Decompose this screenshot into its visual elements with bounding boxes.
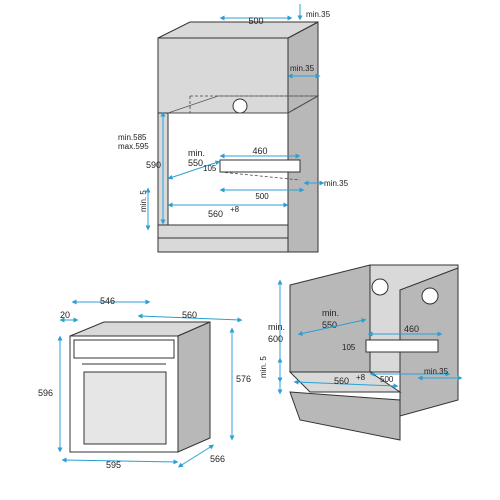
dim-height-min-label: min. — [268, 322, 285, 332]
dim-front-width: 595 — [106, 460, 121, 470]
vent-slot — [219, 159, 301, 173]
dim-plinth-min: min. 5 — [139, 190, 148, 212]
dim-height-range-max: max.595 — [118, 142, 149, 151]
dim-height: 590 — [146, 160, 161, 170]
dim-depth-total: 546 — [100, 296, 115, 306]
oven-side — [177, 321, 211, 453]
dim-height-right: 576 — [236, 374, 251, 384]
base-cabinet-left-wall — [289, 264, 371, 373]
dim-back-min-gap: min.35 — [424, 367, 449, 376]
vent-hole-icon — [232, 98, 248, 114]
dim-width-tolerance: +8 — [356, 373, 366, 382]
cabinet-plinth — [157, 237, 289, 253]
dim-top-min-gap: min.35 — [306, 10, 331, 19]
dim-height-range-min: min.585 — [118, 133, 147, 142]
base-cabinet-diagram: min. 600 min. 550 460 105 min. 5 560 +8 … — [259, 264, 463, 441]
vent-slot — [365, 339, 439, 353]
oven-window — [83, 371, 167, 445]
cabinet-right-wall — [287, 95, 319, 253]
dim-side-depth: 566 — [210, 454, 225, 464]
dim-depth-min-label: min. — [322, 308, 339, 318]
dim-width: 560 — [208, 209, 223, 219]
dim-vent-height: 105 — [342, 343, 356, 352]
dim-top-width: 560 — [182, 310, 197, 320]
upper-cabinet-front — [157, 37, 289, 114]
dim-vent-width: 460 — [252, 146, 267, 156]
dim-depth-min-value: 550 — [188, 158, 203, 168]
dim-bottom-inner-width: 500 — [255, 192, 269, 201]
dim-width-tolerance: +8 — [230, 205, 240, 214]
vent-hole-icon — [371, 278, 389, 296]
vent-hole-icon — [421, 287, 439, 305]
dim-width: 560 — [334, 376, 349, 386]
upper-cabinet-top — [157, 21, 319, 39]
dim-vent-width: 460 — [404, 324, 419, 334]
oven-diagram: 546 20 560 596 576 595 566 — [38, 296, 251, 470]
dim-front-depth: 20 — [60, 310, 70, 320]
dim-inner-width: 500 — [380, 375, 394, 384]
dim-top-width: 500 — [248, 16, 263, 26]
base-cabinet-plinth — [289, 391, 401, 441]
dim-back-min-gap: min.35 — [324, 179, 349, 188]
oven-control-panel — [73, 339, 175, 359]
dim-plinth-min: min. 5 — [259, 356, 268, 378]
dim-height-min-value: 600 — [268, 334, 283, 344]
dim-side-min-gap: min.35 — [290, 64, 315, 73]
dim-vent-height: 105 — [203, 164, 217, 173]
tall-cabinet-diagram: 500 min.35 min.35 min.585 max.595 590 mi… — [118, 4, 349, 253]
dim-depth-min-label: min. — [188, 148, 205, 158]
dim-height-left: 596 — [38, 388, 53, 398]
